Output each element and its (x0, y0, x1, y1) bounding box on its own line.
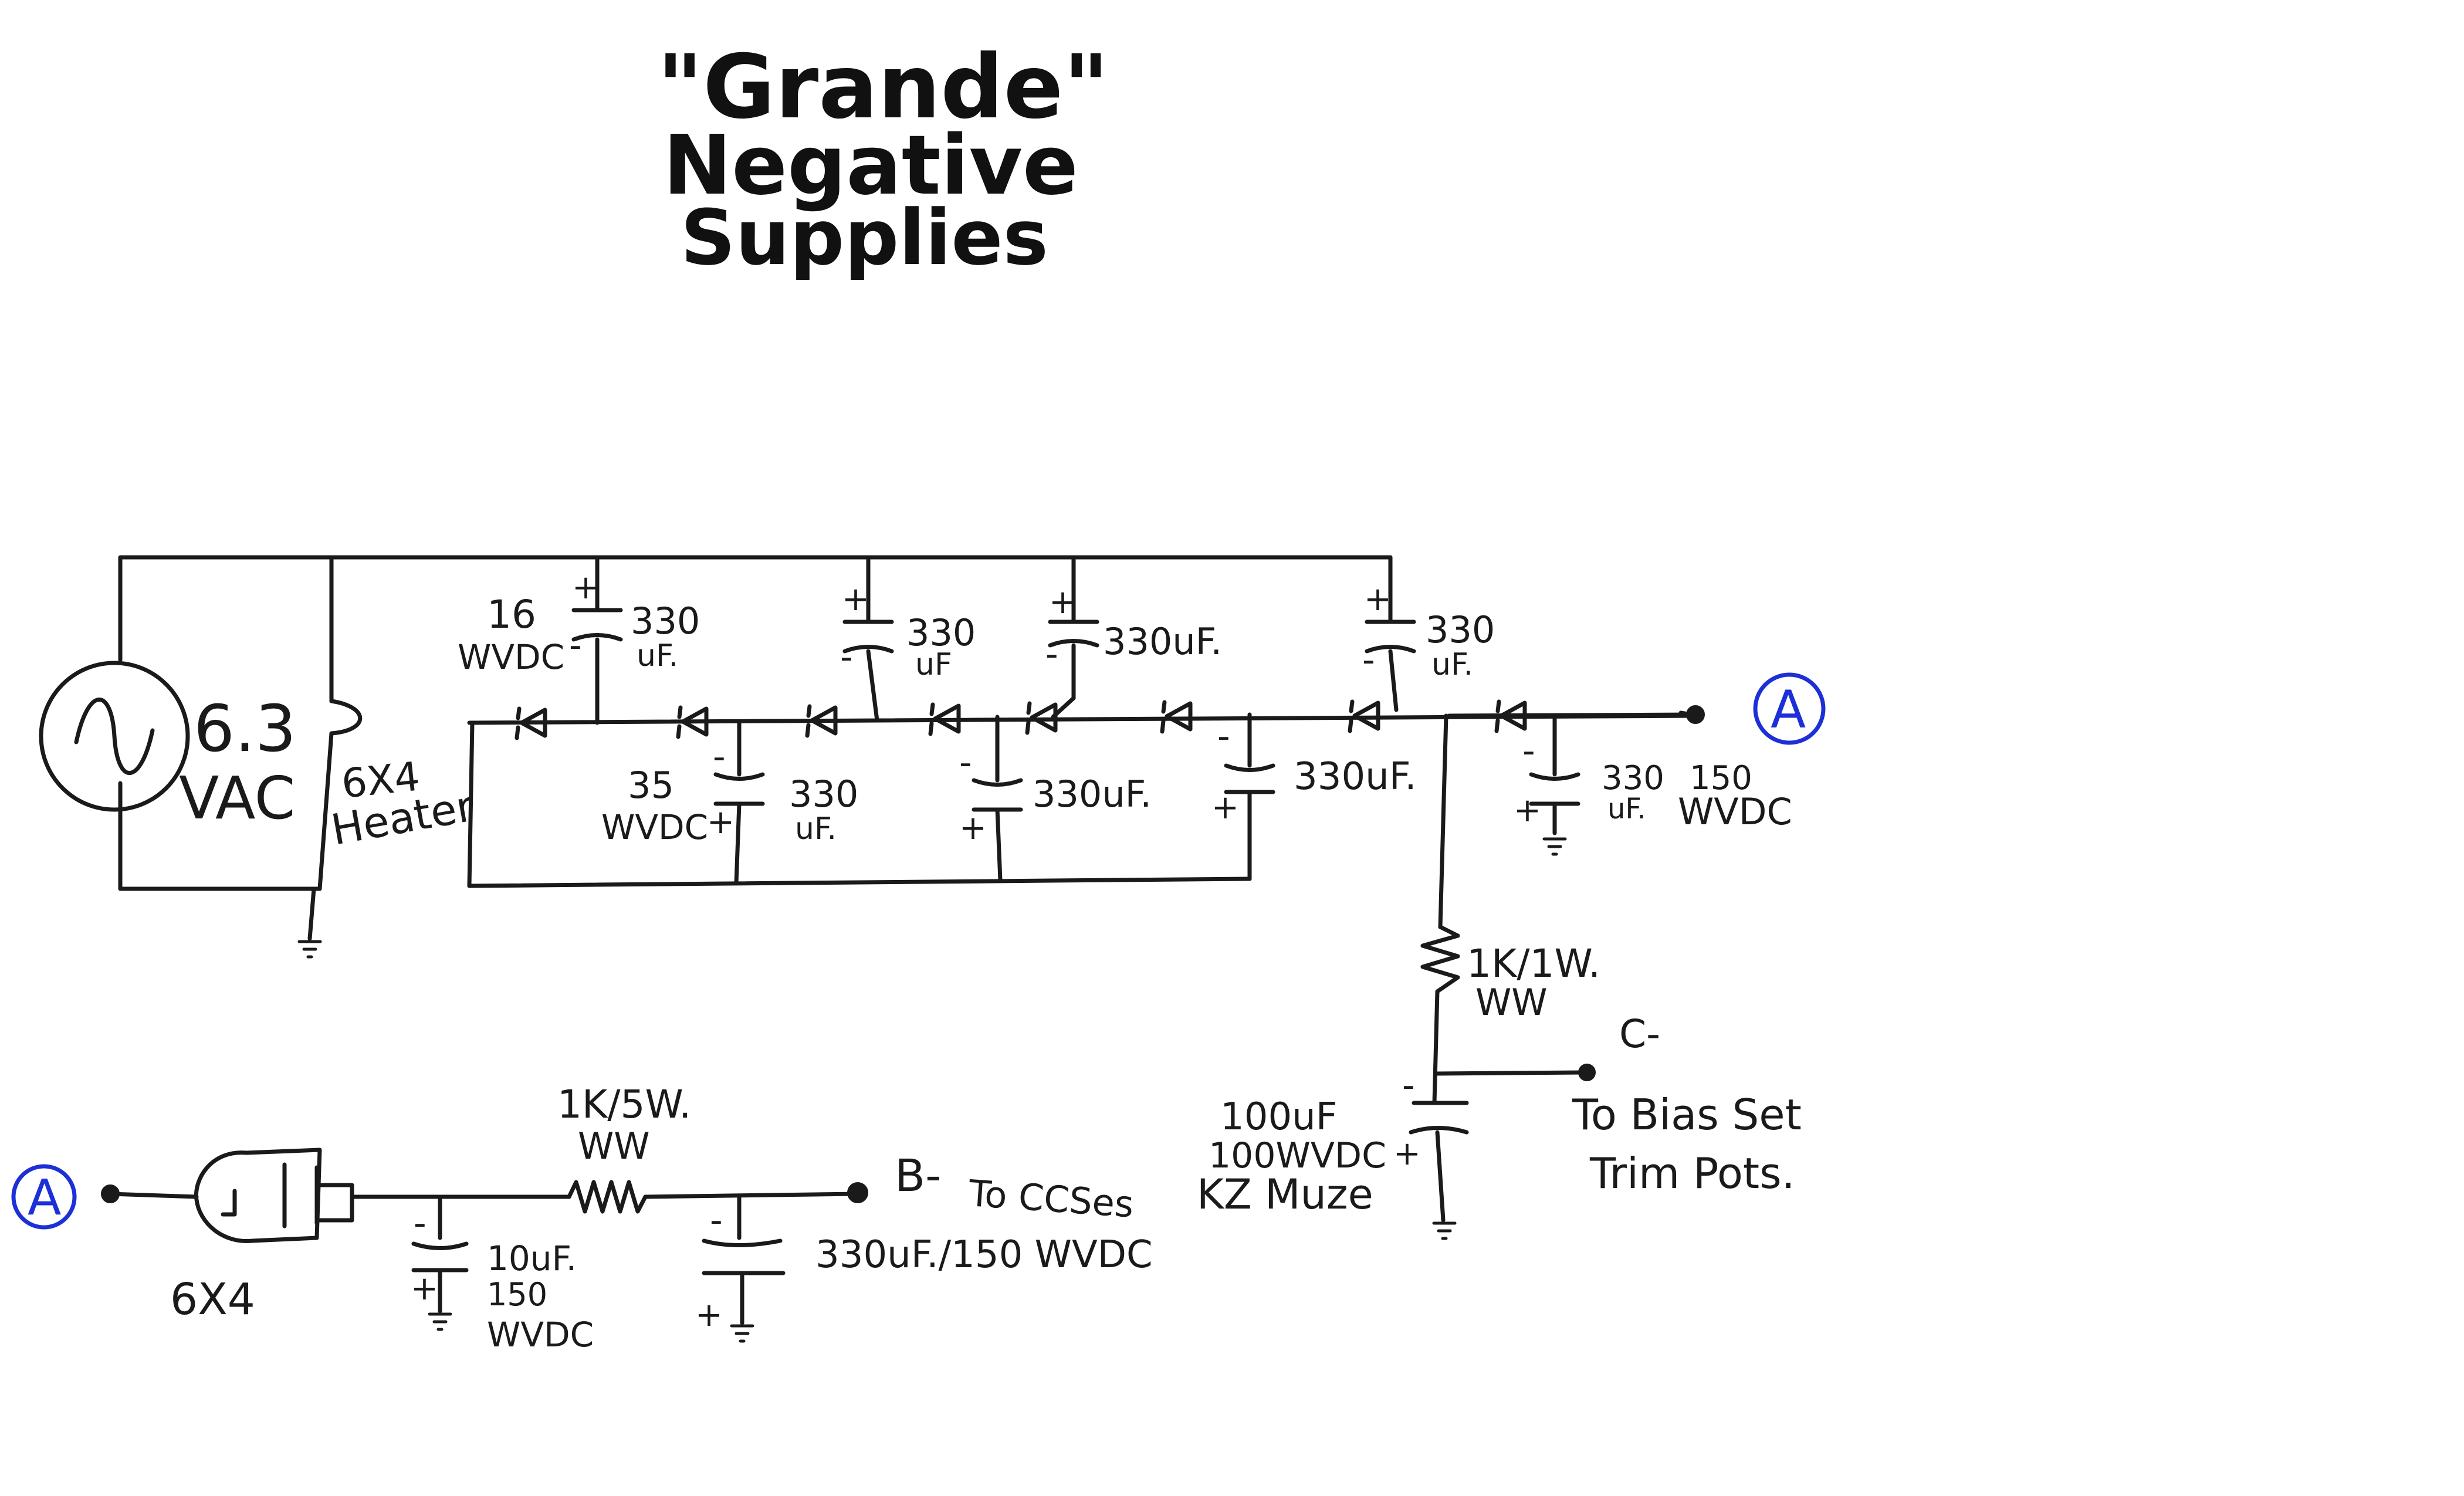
c1-value: 330 (631, 600, 700, 642)
c4-value: 330 (1426, 608, 1495, 651)
svg-text:-: - (840, 637, 853, 678)
title-block: "Grande" Negative Supplies (657, 36, 1109, 282)
filter-cap-2-label: 330uF./150 WVDC (815, 1233, 1153, 1277)
capacitor-c2: + - 330 uF (840, 580, 976, 682)
filter-cap-2: - + 330uF./150 WVDC (695, 1193, 1153, 1341)
heater-label-1: 6X4 (340, 753, 422, 807)
ac-source-circle (39, 661, 190, 812)
c3-label: 330uF. (1103, 620, 1222, 663)
title-supplies: Supplies (681, 193, 1048, 282)
c1-unit: uF. (637, 638, 678, 673)
capacitor-output: - + 330 uF. 150 WVDC (1514, 730, 1792, 833)
filter-cap-1-line-1: 10uF. (487, 1238, 577, 1278)
bias-dest-2: Trim Pots. (1589, 1149, 1795, 1198)
c2-value: 330 (906, 611, 976, 654)
svg-text:-: - (710, 1200, 723, 1241)
b-node-label: B- (895, 1149, 942, 1201)
svg-text:+: + (707, 803, 735, 841)
filter-cap-1: - + 10uF. 150 WVDC (411, 1194, 594, 1355)
svg-text:+: + (842, 580, 869, 618)
svg-text:-: - (1362, 639, 1375, 681)
c4-unit: uF. (1431, 647, 1473, 682)
output-cap-unit: uF. (1607, 793, 1646, 825)
capacitor-c1: + - 330 uF. 16 WVDC (458, 568, 700, 677)
title-grande: "Grande" (657, 36, 1109, 138)
capacitor-c3: + - 330uF. (1045, 583, 1222, 675)
svg-text:+: + (1364, 580, 1392, 618)
source-unit: VAC (179, 764, 296, 832)
c5-value: 330 (789, 773, 858, 815)
c5-rating-1: 35 (628, 764, 674, 807)
heater-winding (329, 699, 363, 736)
svg-text:-: - (713, 736, 726, 777)
svg-text:+: + (1393, 1135, 1421, 1173)
bias-cap-line-1: 100uF (1220, 1095, 1338, 1139)
source-voltage: 6.3 (194, 691, 296, 766)
title-negative: Negative (663, 118, 1078, 214)
svg-text:-: - (569, 625, 582, 666)
output-cap-value: 330 (1602, 759, 1664, 797)
c5-rating-2: WVDC (601, 807, 708, 847)
resistor-2-type: WW (578, 1125, 650, 1167)
output-cap-rating-2: WVDC (1678, 790, 1792, 833)
resistor-1-type: WW (1475, 981, 1548, 1024)
c5-unit: uF. (795, 811, 837, 847)
c7-label: 330uF. (1294, 755, 1417, 798)
svg-text:-: - (414, 1203, 427, 1244)
sine-wave-icon (74, 698, 155, 775)
svg-text:+: + (1049, 583, 1077, 621)
svg-text:+: + (411, 1270, 438, 1308)
svg-text:-: - (1522, 730, 1535, 771)
rectifier-label: 6X4 (170, 1274, 255, 1325)
rectifier-tube: 6X4 (170, 1148, 354, 1325)
capacitor-bias: - + 100uF 100WVDC KZ Muze (1197, 1065, 1469, 1219)
filter-cap-1-line-2: 150 (487, 1276, 547, 1313)
svg-text:-: - (1402, 1065, 1415, 1106)
c1-rating-2: WVDC (458, 637, 564, 677)
bias-cap-line-3: KZ Muze (1197, 1170, 1373, 1219)
svg-text:+: + (959, 809, 987, 847)
bias-node-label: C- (1619, 1011, 1660, 1057)
b-node-dest: To CCSes (967, 1172, 1135, 1226)
svg-text:+: + (1514, 791, 1541, 830)
svg-text:+: + (1211, 788, 1239, 827)
capacitor-c6: - + 330uF. (959, 742, 1152, 847)
svg-text:+: + (695, 1296, 723, 1334)
resistor-2-value: 1K/5W. (557, 1082, 691, 1127)
connector-a-top-label: A (1771, 679, 1806, 740)
lower-circuit: A 6X4 1K/5W. WW B- To CCSes (11, 1082, 1153, 1355)
ac-source: 6.3 VAC (39, 661, 296, 832)
c2-unit: uF (915, 647, 952, 682)
resistor-1k-1w: 1K/1W. WW (1420, 925, 1600, 1024)
bias-node: C- To Bias Set Trim Pots. (1572, 1011, 1802, 1198)
filter-cap-1-line-3: WVDC (487, 1315, 594, 1355)
c6-label: 330uF. (1033, 773, 1152, 815)
output-cap-rating-1: 150 (1690, 759, 1752, 797)
c1-rating-1: 16 (487, 592, 536, 637)
resistor-1-value: 1K/1W. (1467, 941, 1600, 986)
svg-text:-: - (1045, 634, 1058, 675)
resistor-1k-5w-body (567, 1180, 648, 1214)
bias-dest-1: To Bias Set (1572, 1090, 1802, 1139)
capacitor-c5: - + 35 WVDC 330 uF. (601, 736, 858, 847)
svg-text:-: - (1217, 716, 1230, 757)
svg-text:+: + (572, 568, 600, 607)
connector-a-bottom-label: A (28, 1169, 61, 1226)
bias-cap-line-2: 100WVDC (1209, 1135, 1386, 1176)
connector-a-top: A (1686, 672, 1826, 745)
capacitor-c4: + - 330 uF. (1362, 580, 1495, 682)
svg-text:-: - (959, 742, 972, 783)
connector-a-bottom: A (11, 1164, 120, 1230)
capacitor-c7: - + 330uF. (1211, 716, 1417, 827)
